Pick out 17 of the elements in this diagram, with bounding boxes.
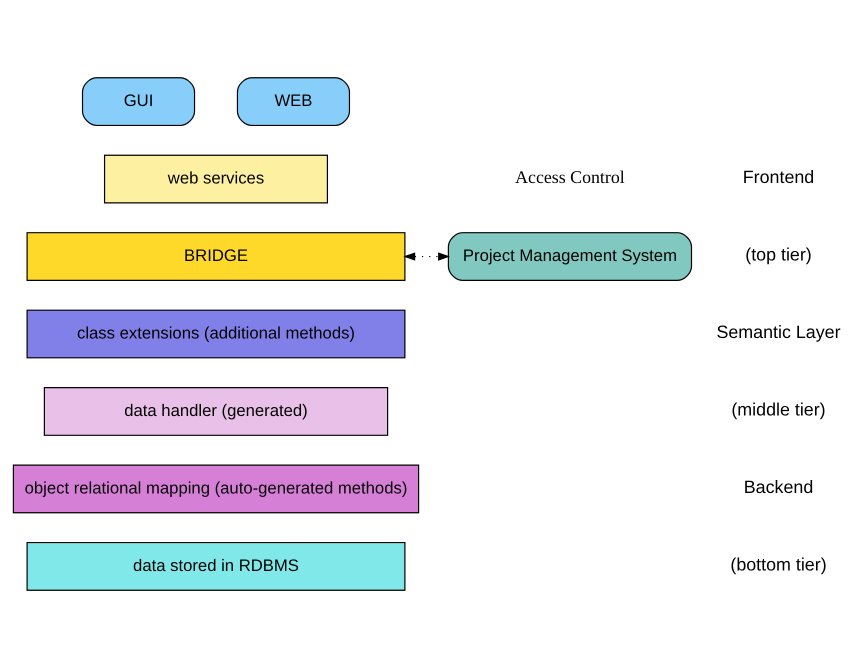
label: Semantic Layer [716,322,841,342]
label: Frontend [742,166,814,187]
node-box: web services [104,154,328,203]
label: (top tier) [745,244,812,264]
node-box: Project Management System [448,232,692,280]
arrow [403,252,450,260]
label: Backend [744,476,814,497]
label: (bottom tier) [730,554,827,574]
node-box: WEB [236,76,350,126]
node-box: GUI [82,76,196,126]
label: (middle tier) [731,399,826,420]
node-box: data handler (generated) [44,386,388,436]
node-box: object relational mapping (auto-generated methods) [12,464,420,513]
node-box: data stored in RDBMS [26,541,406,590]
node-box: class extensions (additional methods) [26,309,406,358]
node-box: BRIDGE [26,232,406,280]
label: Access Control [515,166,625,187]
